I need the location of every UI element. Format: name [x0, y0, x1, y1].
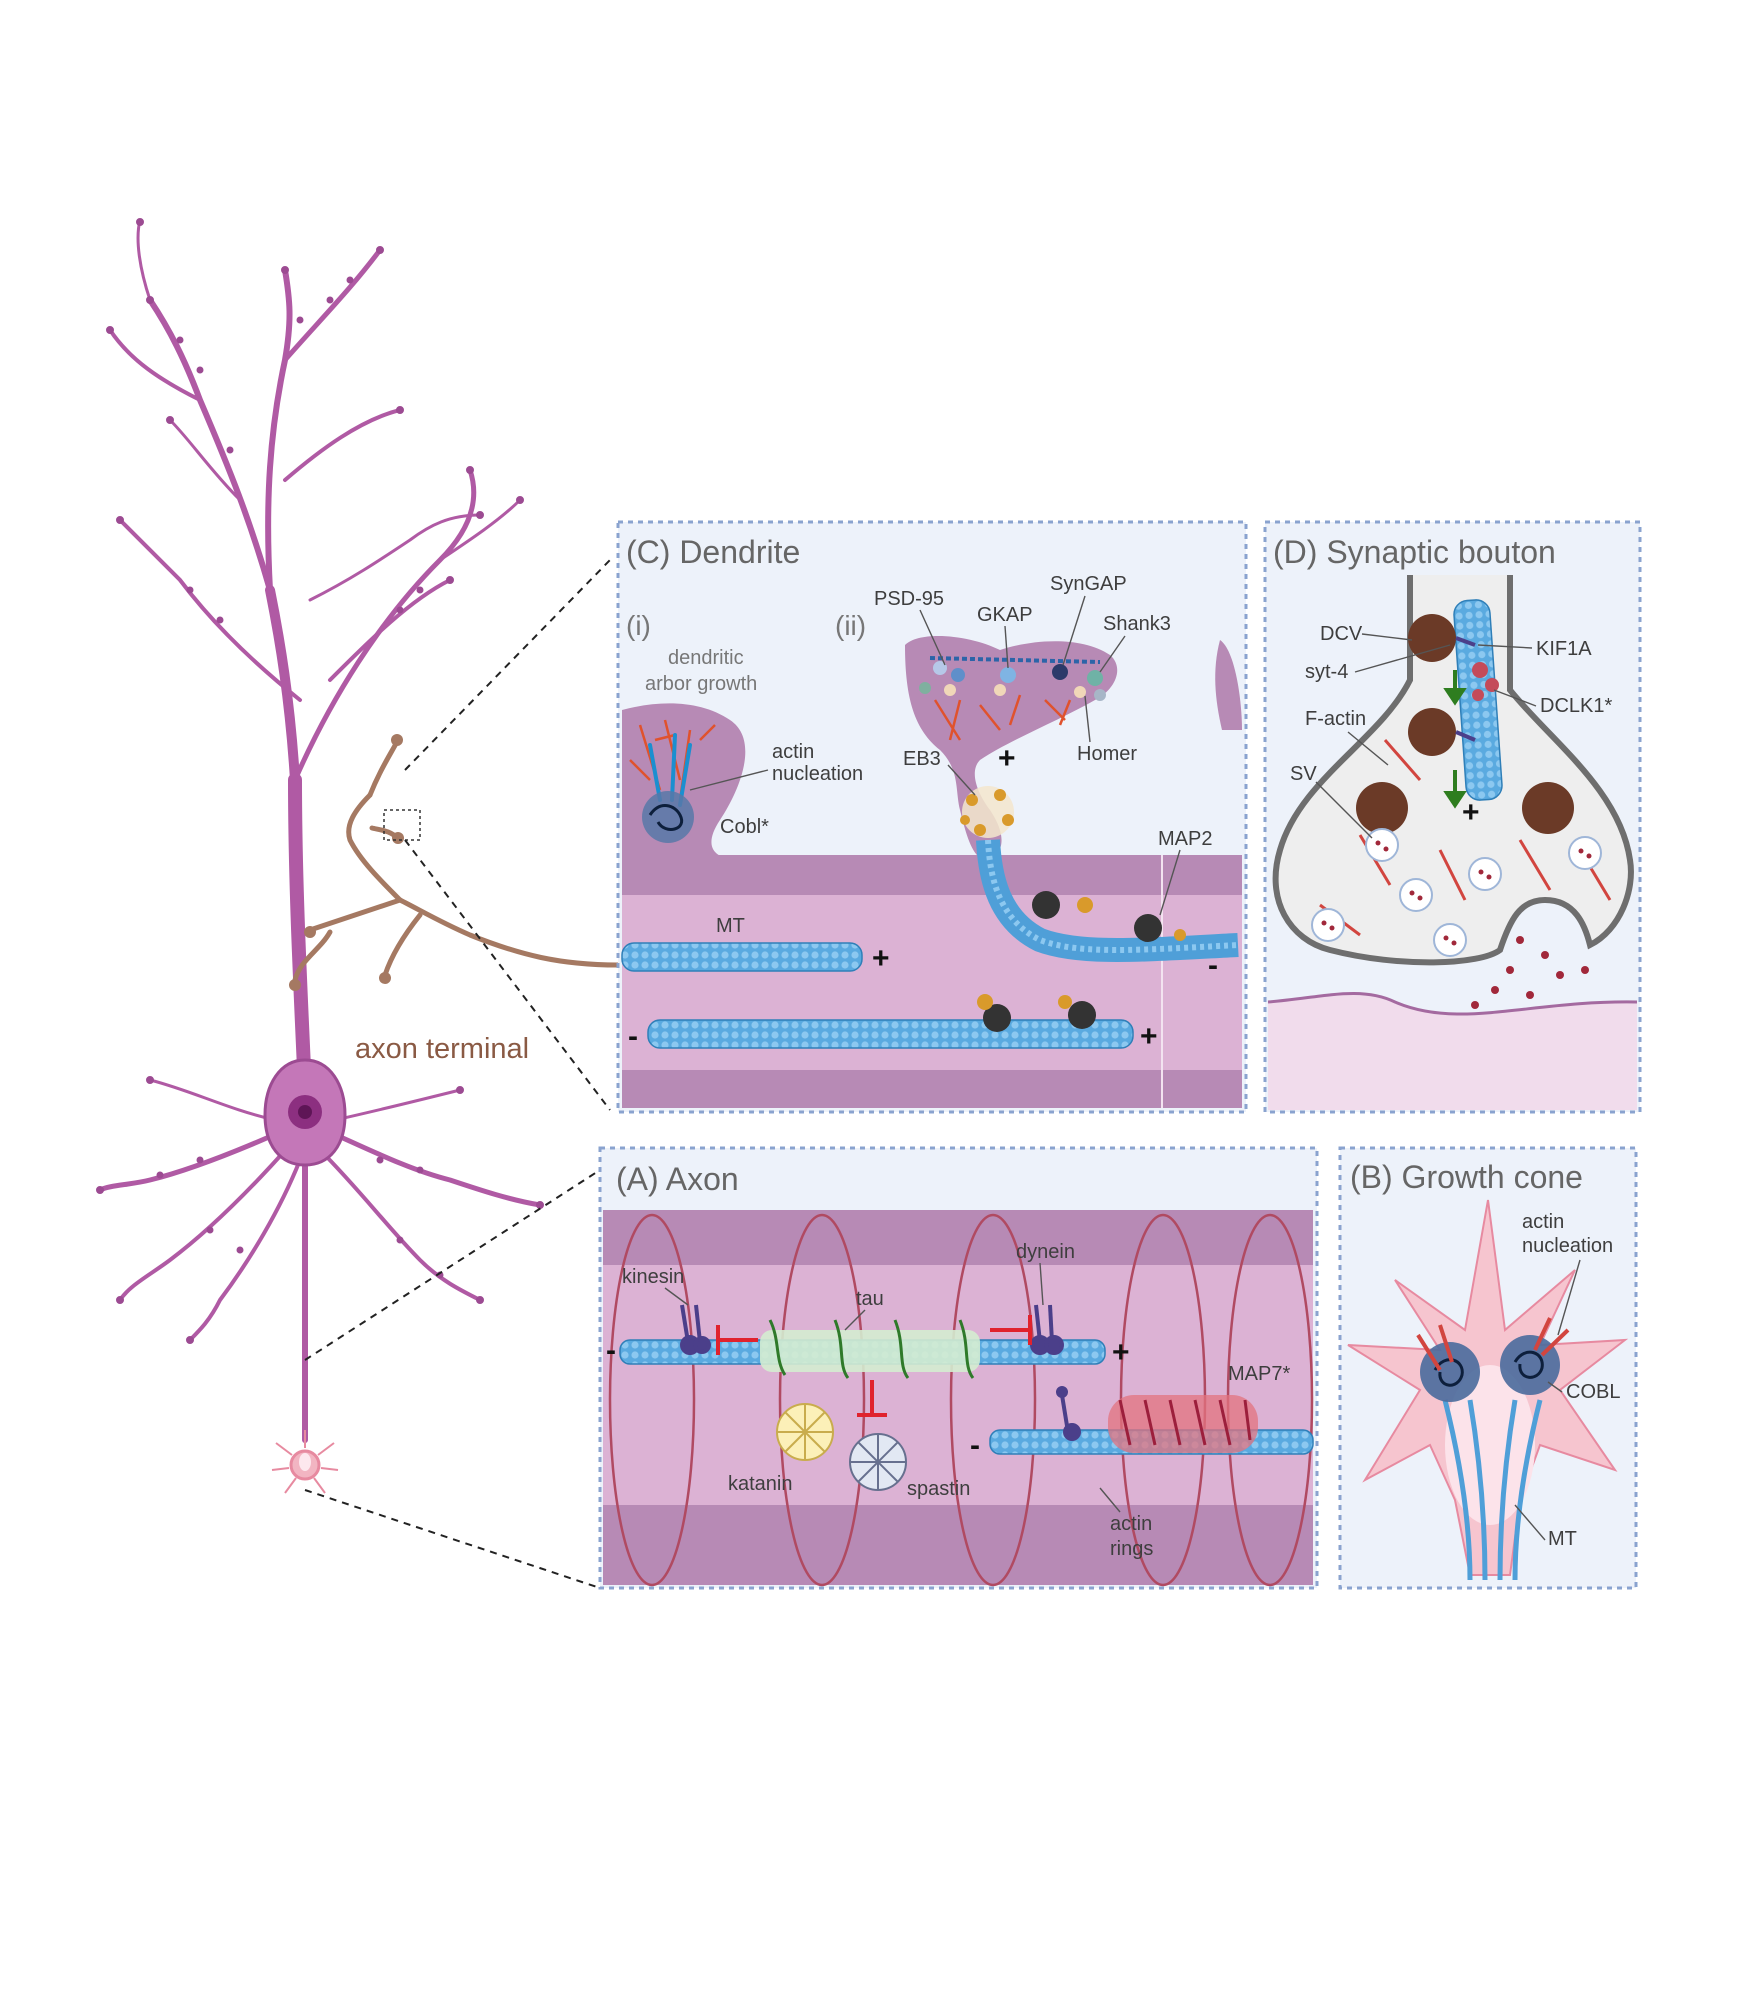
neuron-illustration: [97, 218, 543, 1443]
eb3-proteins: [960, 789, 1014, 836]
katanin-icon: [776, 1403, 834, 1461]
growth-cone-microtubules: [1442, 1399, 1543, 1581]
neuron-soma: [263, 1058, 347, 1167]
tau-proteins: [768, 1319, 975, 1379]
gkap-label: GKAP: [977, 604, 1033, 626]
dendrite-mt2-map2: [977, 994, 1096, 1032]
dendrite-subpanel-ii: (ii): [835, 610, 866, 641]
dendrite-panel-title: (C) Dendrite: [626, 534, 800, 570]
gc-mt-label: MT: [1548, 1528, 1577, 1550]
spine-mt-plus: +: [998, 742, 1016, 775]
gc-actin-label-1: actin: [1522, 1211, 1564, 1233]
axon-mt-top-minus: -: [606, 1334, 616, 1367]
growth-cone-cobl-complexes: [1420, 1335, 1560, 1402]
zoom-connectors: [304, 559, 611, 1589]
zoom-box-dendrite: [383, 809, 421, 841]
sv-label: SV: [1290, 763, 1317, 785]
dendrite-actin-label-1: actin: [772, 741, 814, 763]
dendritic-spines: [96, 218, 544, 1344]
factin-label: F-actin: [1305, 708, 1366, 730]
dendritic-label-line2: arbor growth: [645, 673, 757, 695]
growth-cone-actin: [1416, 1317, 1570, 1372]
eb3-cluster: [962, 786, 1014, 838]
syngap-label: SynGAP: [1050, 573, 1127, 595]
dynein-label: dynein: [1016, 1241, 1075, 1263]
dendrite-mt-2: [647, 1019, 1134, 1049]
dclk1-proteins: [1472, 662, 1499, 701]
axon-mt-bottom-minus: -: [970, 1429, 980, 1462]
tau-bundle: [760, 1330, 980, 1372]
kinesin-motor: [680, 1304, 711, 1355]
gc-actin-label-2: nucleation: [1522, 1235, 1613, 1257]
dynein-motor: [1030, 1304, 1064, 1355]
transport-arrows: [1443, 670, 1467, 809]
axon-terminal-illustration: [292, 737, 621, 983]
bouton-mt-plus: +: [1462, 796, 1480, 829]
vesicle-contents: [1321, 840, 1592, 946]
axon-mt-top-plus: +: [1112, 1336, 1130, 1369]
dendrite-shaft: [622, 855, 1242, 1108]
dendrite-mt-label: MT: [716, 915, 745, 937]
map7-cluster: [1108, 1395, 1258, 1453]
axon-actin-label-2: rings: [1110, 1538, 1153, 1560]
tau-label: tau: [856, 1288, 884, 1310]
map7-label: MAP7*: [1228, 1363, 1290, 1385]
kif1a-label: KIF1A: [1536, 638, 1592, 660]
map2-label: MAP2: [1158, 828, 1212, 850]
spastin-icon: [849, 1433, 907, 1491]
synaptic-vesicles: [1311, 828, 1602, 957]
dendritic-label-line1: dendritic: [668, 647, 744, 669]
dendrite-mt1-plus: +: [872, 942, 890, 975]
dendritic-spine-head: [905, 635, 1242, 858]
katanin-label: katanin: [728, 1473, 793, 1495]
overview-growth-cone: [271, 1430, 339, 1494]
dcv-label: DCV: [1320, 623, 1363, 645]
homer-label: Homer: [1077, 743, 1137, 765]
curved-mt-minus: -: [1208, 949, 1218, 982]
dendrite-actin-label-2: nucleation: [772, 763, 863, 785]
map2-proteins: [1032, 891, 1186, 942]
syt4-label: syt-4: [1305, 661, 1348, 683]
actin-branches-ii: [933, 694, 1072, 741]
psd95-label: PSD-95: [874, 588, 944, 610]
cobl-label: Cobl*: [720, 816, 769, 838]
dense-core-vesicles: [1356, 614, 1574, 834]
psd-scaffold: [919, 656, 1106, 701]
released-neurotransmitters: [1471, 936, 1589, 1009]
dendrite-mt-1: [621, 942, 863, 972]
shank3-label: Shank3: [1103, 613, 1171, 635]
growth-cone-title: (B) Growth cone: [1350, 1159, 1583, 1195]
cobl-complex-i: [642, 791, 694, 843]
kinesin-label: kinesin: [622, 1266, 684, 1288]
dendrite-subpanel-i: (i): [626, 610, 651, 641]
kif1a-motors: [1455, 636, 1476, 742]
axon-mt-bottom-motor: [1056, 1386, 1081, 1441]
axon-terminal-label: axon terminal: [355, 1033, 529, 1065]
map7-proteins: [1118, 1399, 1252, 1446]
dclk1-label: DCLK1*: [1540, 695, 1612, 717]
bouton-membrane: [1272, 575, 1634, 966]
axon-actin-label-1: actin: [1110, 1513, 1152, 1535]
inhibition-symbols: [716, 1315, 1032, 1417]
synaptic-bouton-title: (D) Synaptic bouton: [1273, 534, 1556, 570]
axon-terminal-knobs: [289, 734, 404, 991]
leader-actin-nucleation: [689, 769, 769, 791]
postsynaptic-membrane: [1267, 992, 1638, 1110]
axon-panel-title: (A) Axon: [616, 1161, 739, 1197]
dendrite-mt2-minus: -: [628, 1020, 638, 1053]
eb3-label: EB3: [903, 748, 941, 770]
spastin-label: spastin: [907, 1478, 970, 1500]
dendrite-mt2-plus: +: [1140, 1020, 1158, 1053]
gc-cobl-label: COBL: [1566, 1381, 1620, 1403]
